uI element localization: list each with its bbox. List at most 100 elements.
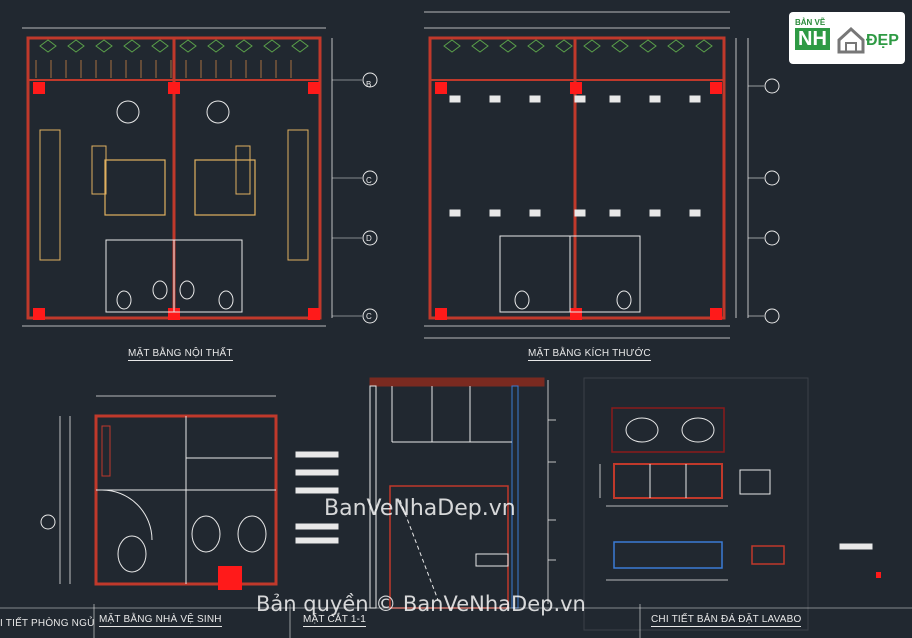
- label-bedroom-detail: I TIẾT PHÒNG NGỦ: [0, 618, 95, 629]
- door-frame: [101, 425, 111, 477]
- plant-icon: [123, 39, 141, 53]
- basin-icon: [179, 280, 195, 300]
- plant-icon: [67, 39, 85, 53]
- toilet-icon: [117, 535, 147, 573]
- plant-icon: [471, 39, 489, 53]
- grid-bubble: [362, 230, 378, 246]
- dimension-tick: [609, 95, 621, 103]
- grid-tag-1: B: [366, 80, 372, 89]
- nightstand: [91, 145, 107, 195]
- grid-bubble: [40, 514, 56, 530]
- nightstand: [235, 145, 251, 195]
- door-swing-arc: [101, 489, 153, 541]
- callout-text-bar: [295, 523, 339, 530]
- grid-bubble: [764, 308, 780, 324]
- logo-nh-text: NH: [795, 28, 830, 50]
- wardrobe-right: [287, 129, 309, 261]
- dimension-tick: [574, 209, 586, 217]
- column-marker: [570, 82, 582, 94]
- drawing-layer: [0, 11, 912, 638]
- dimension-tick: [529, 209, 541, 217]
- logo-top-text: BẢN VẼ: [795, 18, 826, 27]
- plant-icon: [95, 39, 113, 53]
- toilet-icon: [514, 290, 530, 310]
- section-roof-slab: [369, 377, 545, 387]
- toilet-icon: [218, 290, 234, 310]
- column-marker: [308, 82, 320, 94]
- grid-bubble: [362, 170, 378, 186]
- plant-icon: [263, 39, 281, 53]
- column-marker: [168, 308, 180, 320]
- watermark-center: BanVeNhaDep.vn: [324, 496, 516, 521]
- dimension-tick: [489, 95, 501, 103]
- plant-icon: [583, 39, 601, 53]
- grid-bubble: [764, 230, 780, 246]
- basin-icon: [237, 515, 267, 553]
- lavabo-note-box: [739, 469, 771, 495]
- grid-bubble: [362, 72, 378, 88]
- lavabo-detail-frame: [583, 377, 809, 631]
- grid-tag-4: C: [366, 312, 372, 321]
- column-marker: [435, 82, 447, 94]
- armchair-icon: [206, 100, 230, 124]
- grid-bubble: [764, 170, 780, 186]
- grid-bubble: [764, 78, 780, 94]
- house-icon: [837, 26, 865, 54]
- bed-right: [194, 159, 256, 216]
- plant-icon: [151, 39, 169, 53]
- label-bathroom-plan: MẶT BẰNG NHÀ VỆ SINH: [99, 614, 222, 627]
- note-text-bar: [839, 543, 873, 550]
- dimension-tick: [649, 95, 661, 103]
- basin-icon: [191, 515, 221, 553]
- dimension-tick: [449, 209, 461, 217]
- column-marker: [710, 308, 722, 320]
- screen-hinge-line: [399, 499, 439, 601]
- dimension-tick: [449, 95, 461, 103]
- dimension-tick: [689, 209, 701, 217]
- plant-icon: [611, 39, 629, 53]
- grid-bubble: [362, 308, 378, 324]
- lavabo-top-plan: [611, 407, 725, 453]
- plant-icon: [291, 39, 309, 53]
- column-marker: [218, 566, 242, 590]
- armchair-icon: [116, 100, 140, 124]
- plant-icon: [527, 39, 545, 53]
- lavabo-section: [475, 553, 509, 567]
- plant-icon: [639, 39, 657, 53]
- toilet-icon: [116, 290, 132, 310]
- plant-icon: [39, 39, 57, 53]
- lavabo-side-section: [751, 545, 785, 565]
- label-lavabo-detail: CHI TIẾT BẢN ĐÁ ĐẶT LAVABO: [651, 614, 802, 627]
- plant-icon: [235, 39, 253, 53]
- basin-icon: [152, 280, 168, 300]
- label-plan-interior: MẶT BẰNG NỘI THẤT: [128, 348, 233, 361]
- column-marker: [570, 308, 582, 320]
- plant-icon: [499, 39, 517, 53]
- grid-tag-3: D: [366, 234, 372, 243]
- label-plan-dimension: MẶT BẰNG KÍCH THƯỚC: [528, 348, 651, 361]
- plant-icon: [695, 39, 713, 53]
- callout-text-bar: [295, 537, 339, 544]
- column-marker: [33, 82, 45, 94]
- bed-left: [104, 159, 166, 216]
- lavabo-section-view: [613, 541, 723, 569]
- dimension-tick: [609, 209, 621, 217]
- plant-icon: [207, 39, 225, 53]
- label-section: MẶT CẮT 1-1: [303, 614, 366, 627]
- watermark-copyright: Bản quyền © BanVeNhaDep.vn: [256, 592, 586, 616]
- logo-dep-text: ĐẸP: [866, 32, 899, 49]
- column-marker: [710, 82, 722, 94]
- dimension-tick: [489, 209, 501, 217]
- column-marker: [308, 308, 320, 320]
- basin-icon: [681, 417, 715, 443]
- basin-icon: [625, 417, 659, 443]
- dimension-tick: [689, 95, 701, 103]
- lavabo-front-elevation: [613, 463, 723, 499]
- callout-text-bar: [295, 469, 339, 476]
- grid-tag-2: C: [366, 176, 372, 185]
- column-marker: [168, 82, 180, 94]
- dimension-tick: [574, 95, 586, 103]
- callout-text-bar: [295, 487, 339, 494]
- dimension-tick: [529, 95, 541, 103]
